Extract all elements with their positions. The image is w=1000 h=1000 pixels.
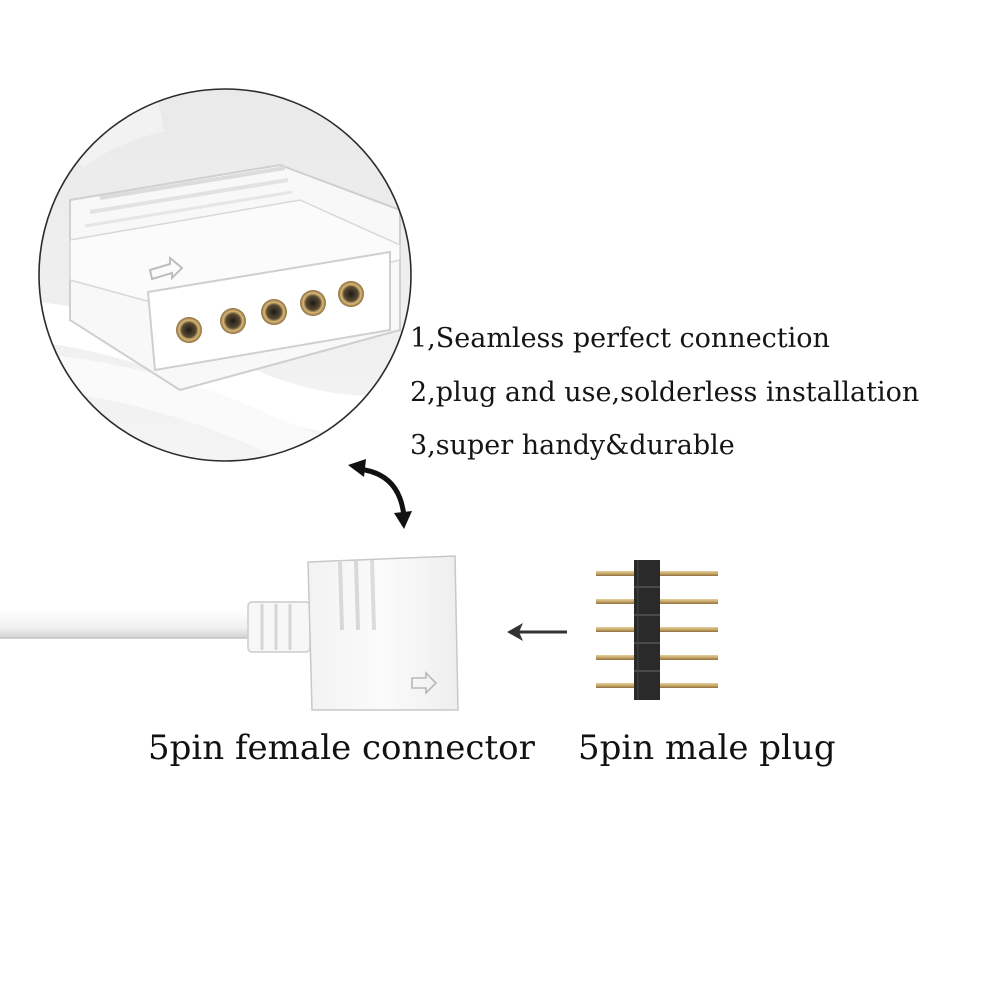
- female-connector-icon: [0, 555, 459, 711]
- arrow-left-icon: [507, 623, 567, 641]
- male-plug-icon: [596, 560, 718, 700]
- female-connector-caption: 5pin female connector: [148, 728, 535, 768]
- connector-closeup-icon: [38, 88, 412, 462]
- male-plug-caption: 5pin male plug: [578, 728, 836, 768]
- feature-2: 2,plug and use,solderless installation: [410, 377, 920, 408]
- curved-double-arrow-icon: [348, 459, 412, 529]
- feature-1: 1,Seamless perfect connection: [410, 323, 830, 354]
- feature-3: 3,super handy&durable: [410, 430, 735, 461]
